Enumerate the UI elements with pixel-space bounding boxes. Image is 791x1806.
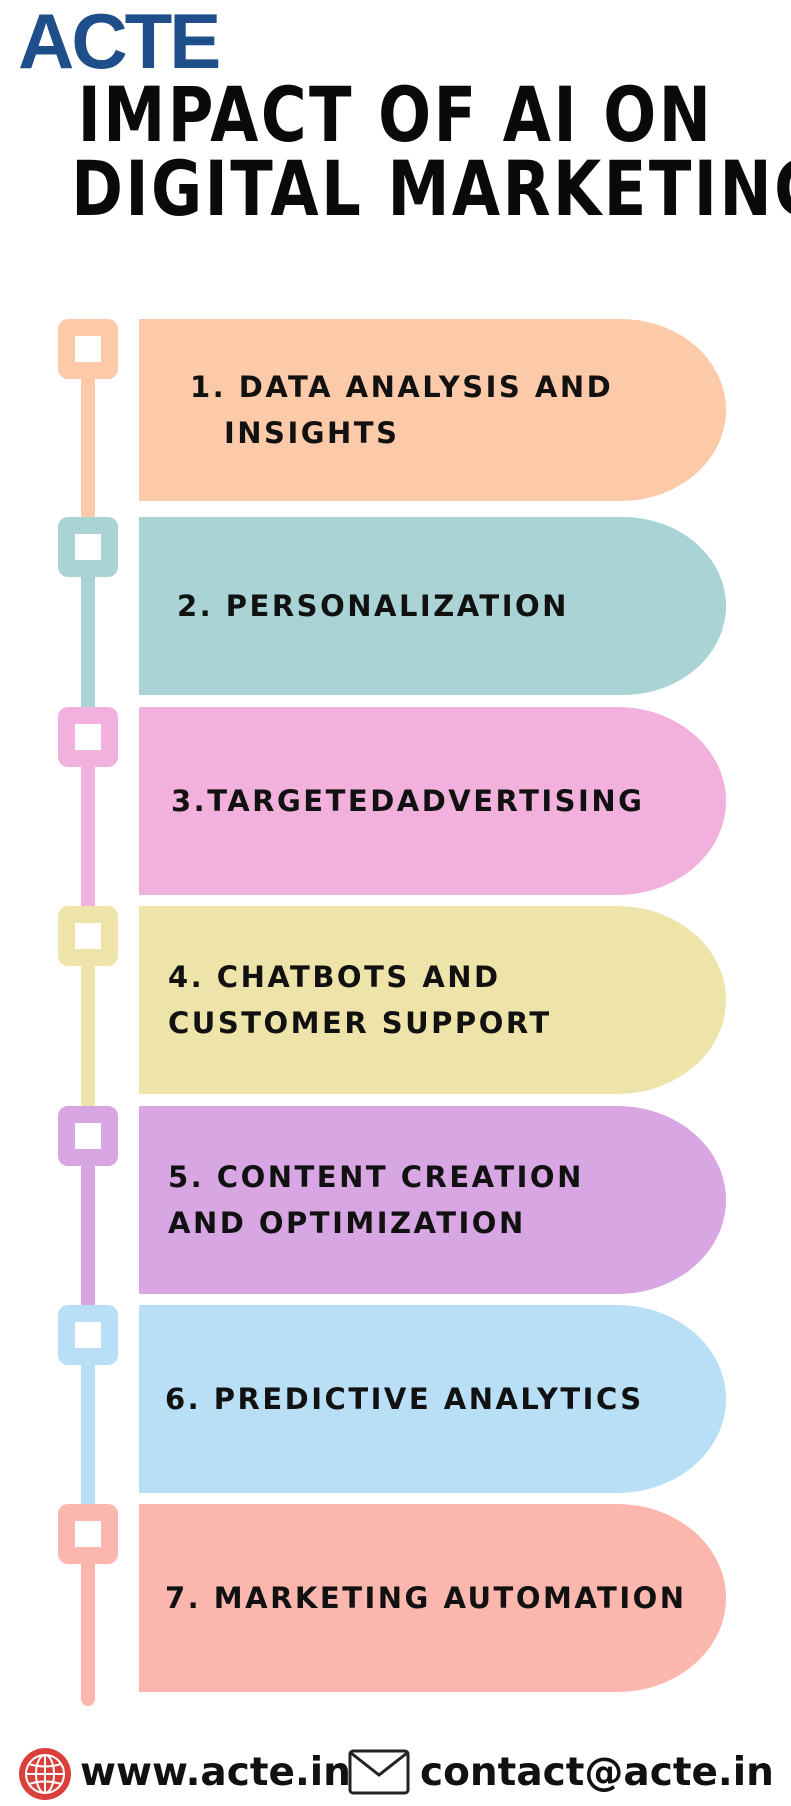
impact-item-label: 7. MARKETING AUTOMATION <box>165 1575 687 1621</box>
timeline-line <box>81 1335 95 1523</box>
timeline-segment <box>58 707 118 925</box>
impact-item-card: 2. PERSONALIZATION <box>139 517 726 695</box>
impact-item-card: 7. MARKETING AUTOMATION <box>139 1504 726 1692</box>
timeline-line <box>81 547 95 725</box>
impact-item-label-line-1: 4. CHATBOTS AND <box>168 960 501 994</box>
timeline-line <box>81 737 95 925</box>
timeline-segment <box>58 319 118 531</box>
impact-item-card: 1. DATA ANALYSIS AND INSIGHTS <box>139 319 726 501</box>
step-marker-icon <box>58 707 118 767</box>
website-link[interactable]: www.acte.in <box>80 1750 351 1795</box>
timeline-line <box>81 1534 95 1706</box>
impact-item-label: 2. PERSONALIZATION <box>177 583 569 629</box>
timeline-segment <box>58 1504 118 1706</box>
impact-item-card: 5. CONTENT CREATION AND OPTIMIZATION <box>139 1106 726 1294</box>
impact-item-label-line-1: 6. PREDICTIVE ANALYTICS <box>165 1382 644 1416</box>
mail-icon <box>348 1749 410 1795</box>
step-marker-icon <box>58 1504 118 1564</box>
step-marker-icon <box>58 906 118 966</box>
impact-item-label-line-2: INSIGHTS <box>224 416 400 450</box>
impact-item-label-line-1: 5. CONTENT CREATION <box>168 1160 584 1194</box>
title-line-1: IMPACT OF AI ON <box>77 70 714 159</box>
timeline-segment <box>58 517 118 725</box>
email-link[interactable]: contact@acte.in <box>420 1750 774 1795</box>
logo-text: ACTE <box>18 0 221 85</box>
impact-item-label-line-2: CUSTOMER SUPPORT <box>168 1006 552 1040</box>
title-line-2: DIGITAL MARKETING <box>71 144 791 233</box>
footer: www.acte.in contact@acte.in <box>0 1745 791 1801</box>
step-marker-icon <box>58 1106 118 1166</box>
timeline-segment <box>58 1305 118 1523</box>
page-title: IMPACT OF AI ON DIGITAL MARKETING <box>0 70 791 233</box>
impact-item-label: 1. DATA ANALYSIS AND INSIGHTS <box>190 364 613 456</box>
impact-item-label: 6. PREDICTIVE ANALYTICS <box>165 1376 644 1422</box>
timeline-line <box>81 936 95 1124</box>
impact-item-card: 4. CHATBOTS AND CUSTOMER SUPPORT <box>139 906 726 1094</box>
impact-item-label: 5. CONTENT CREATION AND OPTIMIZATION <box>168 1154 584 1246</box>
impact-item-label-line-2: AND OPTIMIZATION <box>168 1206 526 1240</box>
timeline-line <box>81 1136 95 1324</box>
acte-logo: ACTE <box>18 0 228 85</box>
impact-item-label-line-1: 7. MARKETING AUTOMATION <box>165 1581 687 1615</box>
timeline-segment <box>58 1106 118 1324</box>
impact-item-label-line-1: 3.TARGETEDADVERTISING <box>171 784 645 818</box>
timeline-line <box>81 349 95 531</box>
globe-icon <box>19 1748 71 1800</box>
impact-item-card: 6. PREDICTIVE ANALYTICS <box>139 1305 726 1493</box>
step-marker-icon <box>58 517 118 577</box>
impact-item-label: 4. CHATBOTS AND CUSTOMER SUPPORT <box>168 954 552 1046</box>
step-marker-icon <box>58 1305 118 1365</box>
impact-item-label-line-1: 2. PERSONALIZATION <box>177 589 569 623</box>
impact-item-label-line-1: 1. DATA ANALYSIS AND <box>190 370 614 404</box>
impact-item-label: 3.TARGETEDADVERTISING <box>171 778 644 824</box>
timeline-segment <box>58 906 118 1124</box>
impact-item-card: 3.TARGETEDADVERTISING <box>139 707 726 895</box>
step-marker-icon <box>58 319 118 379</box>
